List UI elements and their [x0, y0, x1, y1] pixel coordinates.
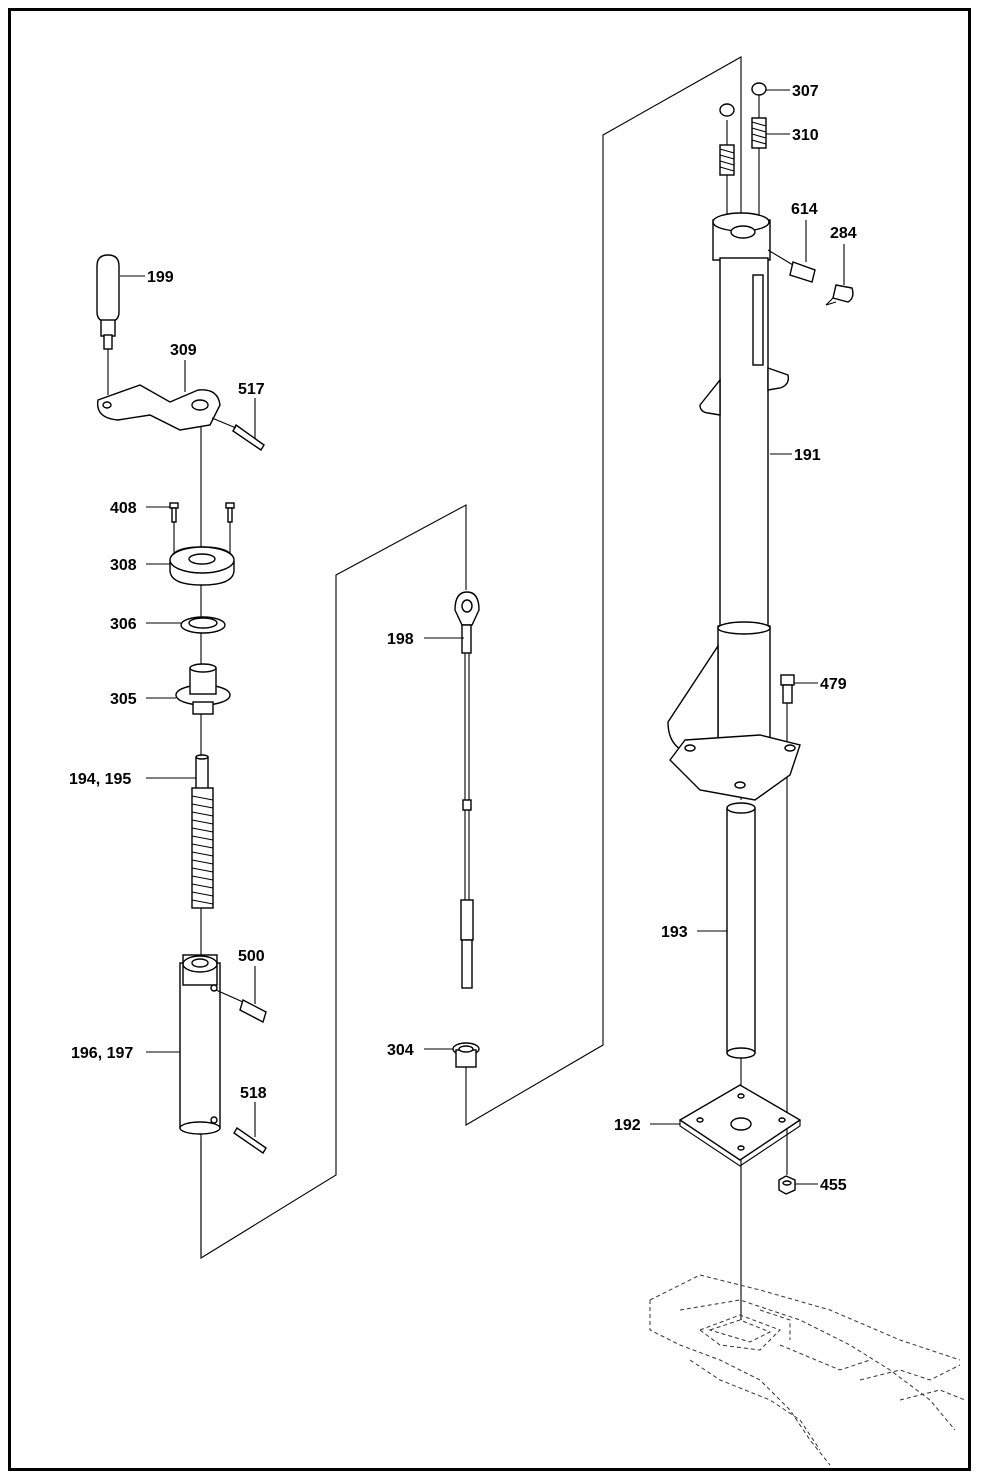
label-194-195: 194, 195 — [69, 771, 131, 788]
label-305: 305 — [110, 691, 137, 708]
label-479: 479 — [820, 676, 847, 693]
part-198-cable — [454, 591, 480, 989]
part-307-ball — [719, 82, 767, 117]
part-518-pin — [233, 1127, 267, 1154]
diagram-frame — [8, 8, 971, 1471]
label-309: 309 — [170, 342, 197, 359]
label-199: 199 — [147, 269, 174, 286]
part-199-knob — [96, 254, 120, 395]
label-308: 308 — [110, 557, 137, 574]
label-196-197: 196, 197 — [71, 1045, 133, 1062]
part-308-plate — [169, 546, 235, 586]
part-479-screw — [780, 674, 795, 704]
label-284: 284 — [830, 225, 857, 242]
label-518: 518 — [240, 1085, 267, 1102]
part-517-pin — [211, 417, 265, 451]
part-500-set-screw — [215, 989, 267, 1024]
part-193-tube — [726, 802, 756, 1059]
part-304-bushing — [452, 1042, 480, 1068]
part-196-197-sleeve — [179, 954, 221, 1135]
part-309-lever — [96, 384, 221, 431]
part-194-195-threaded-rod — [191, 754, 214, 909]
part-455-nut — [778, 1175, 796, 1195]
label-310: 310 — [792, 127, 819, 144]
label-517: 517 — [238, 381, 265, 398]
machine-base-outline — [649, 1274, 966, 1466]
label-193: 193 — [661, 924, 688, 941]
label-198: 198 — [387, 631, 414, 648]
label-304: 304 — [387, 1042, 414, 1059]
label-191: 191 — [794, 447, 821, 464]
label-307: 307 — [792, 83, 819, 100]
label-306: 306 — [110, 616, 137, 633]
part-310-springs — [719, 117, 767, 176]
label-614: 614 — [791, 201, 818, 218]
part-305-collar — [175, 663, 231, 715]
label-192: 192 — [614, 1117, 641, 1134]
part-284-cap — [825, 284, 854, 306]
leader-lines — [120, 89, 845, 1185]
label-408: 408 — [110, 500, 137, 517]
part-192-base-plate — [678, 1084, 802, 1167]
label-500: 500 — [238, 948, 265, 965]
part-614-fitting — [767, 249, 816, 283]
label-455: 455 — [820, 1177, 847, 1194]
part-191-column — [667, 212, 801, 801]
part-306-washer — [180, 616, 226, 634]
